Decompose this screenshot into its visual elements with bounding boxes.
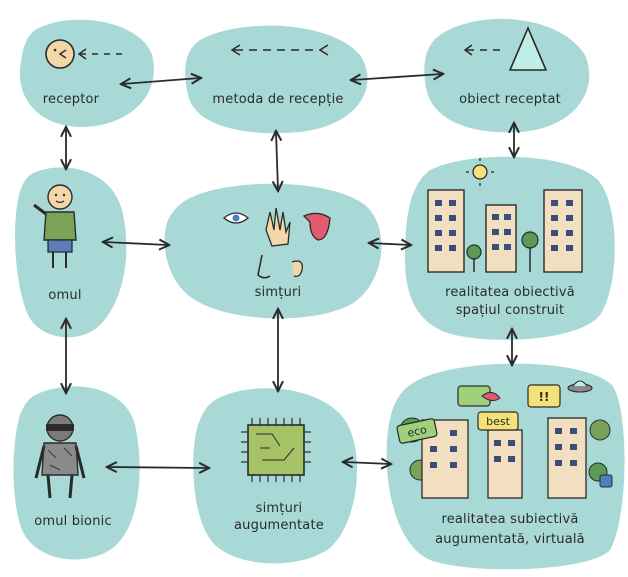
label-simturi: simțuri (228, 285, 328, 300)
label-realitate-subiectiva-line1: realitatea subiectivă (441, 512, 579, 527)
node-obiect (424, 18, 590, 133)
label-simturi-augumentate-line1: simțuri (255, 501, 303, 516)
ufo-icon (567, 380, 593, 393)
arrow-bionic-augumentate (108, 467, 208, 468)
thumbs-up-icon (599, 474, 613, 488)
label-realitate-obiectiva-line2: spațiul construit (455, 303, 565, 318)
arrow-metoda-simturi (276, 132, 278, 190)
arrow-metoda-obiect (352, 74, 442, 80)
label-realitate-subiectiva-line2: augumentată, virtuală (435, 532, 585, 547)
arrow-simturi-realitate (370, 243, 410, 245)
sign-eco-text: eco (406, 423, 428, 440)
senses-icons (222, 207, 331, 279)
balloon-sign (457, 385, 501, 407)
label-obiect: obiect receptat (440, 92, 580, 107)
nose-icon (257, 254, 271, 279)
sign-exclaim-text: !! (539, 390, 550, 404)
node-simturi-augumentate (193, 388, 357, 564)
sign-eco: eco (396, 418, 438, 444)
chip-icon (241, 418, 311, 482)
sign-best-text: best (486, 415, 510, 428)
label-omul-bionic-text: omul bionic (34, 514, 112, 529)
sun-icon (466, 158, 494, 186)
tree-icon (466, 231, 539, 272)
label-omul-bionic: omul bionic (14, 514, 132, 529)
label-simturi-augumentate-line2: augumentate (234, 518, 324, 533)
label-receptor-text: receptor (42, 92, 100, 107)
bionic-man-icon (34, 414, 86, 499)
label-omul: omul (20, 288, 110, 303)
augmented-city-icon: eco best !! (396, 380, 613, 499)
label-realitate-subiectiva: realitatea subiectivă augumentată, virtu… (408, 510, 612, 550)
arrow-augumentate-subiectiva (344, 462, 390, 464)
arrow-receptor-metoda (122, 78, 200, 84)
label-simturi-augumentate: simțuri augumentate (222, 500, 336, 534)
node-metoda (185, 25, 368, 134)
person-icon (33, 184, 77, 268)
label-realitate-obiectiva: realitatea obiectivă spațiul construit (420, 284, 600, 320)
label-omul-text: omul (48, 288, 82, 303)
sign-best: best (477, 411, 519, 431)
ear-icon (291, 260, 303, 278)
label-simturi-text: simțuri (254, 285, 302, 300)
arrow-omul-simturi (104, 242, 168, 245)
sign-exclaim: !! (527, 384, 561, 408)
label-receptor: receptor (22, 92, 120, 107)
label-metoda-text: metoda de recepție (212, 92, 344, 107)
label-obiect-text: obiect receptat (459, 92, 561, 107)
node-receptor (19, 19, 154, 128)
tongue-icon (302, 212, 331, 241)
label-metoda: metoda de recepție (198, 92, 358, 107)
triangle-icon (463, 25, 548, 71)
eye-icon (222, 212, 250, 224)
receptor-face-icon (45, 39, 122, 69)
connectors (66, 74, 514, 468)
dashed-arrow-icon (230, 44, 329, 56)
hand-icon (265, 207, 291, 247)
buildings-icon (427, 158, 583, 273)
label-realitate-obiectiva-line1: realitatea obiectivă (445, 285, 575, 300)
